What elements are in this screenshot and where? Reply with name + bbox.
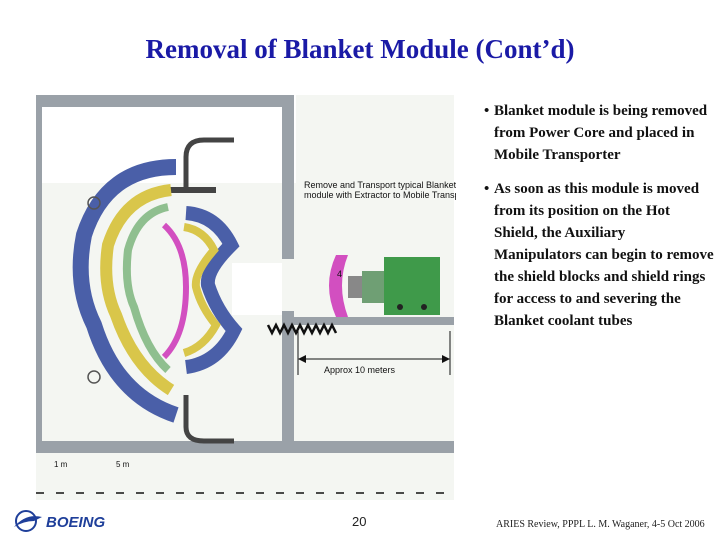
dimension-label: Approx 10 meters (324, 365, 396, 375)
scale-label-1m: 1 m (54, 460, 68, 469)
footer-credit: ARIES Review, PPPL L. M. Waganer, 4-5 Oc… (496, 519, 705, 530)
bullet-list: • Blanket module is being removed from P… (478, 100, 714, 344)
dimension-arrow-right (442, 355, 450, 363)
corridor-floor (294, 317, 454, 325)
transporter-drive (362, 271, 384, 303)
power-core-drawing: 4 Remove and Transport typical Blanket m… (36, 95, 456, 500)
dimension-arrow-left (298, 355, 306, 363)
top-wall (36, 95, 294, 107)
left-wall (36, 107, 42, 441)
callout-line-2: module with Extractor to Mobile Transpor… (304, 190, 456, 200)
bellows (266, 322, 338, 336)
callout-line-1: Remove and Transport typical Blanket (304, 180, 456, 190)
transporter-wheel (421, 304, 427, 310)
bullet-text: Blanket module is being removed from Pow… (494, 103, 708, 163)
upper-room (36, 95, 296, 183)
bullet-marker: • (484, 181, 490, 197)
bottom-wall (36, 441, 454, 453)
bullet-text: As soon as this module is moved from its… (494, 181, 714, 329)
coolant-pipe-upper (183, 137, 234, 190)
right-upper-wall (282, 107, 294, 259)
bullet-item: • As soon as this module is moved from i… (478, 178, 714, 332)
page-number: 20 (352, 514, 367, 529)
bullet-marker: • (484, 103, 490, 119)
mobile-transporter (384, 257, 440, 315)
scale-label-5m: 5 m (116, 460, 130, 469)
bullet-item: • Blanket module is being removed from P… (478, 100, 714, 166)
coolant-pipe-lower (183, 395, 234, 444)
transporter-wheel (397, 304, 403, 310)
blanket-module-extractor (329, 255, 348, 317)
blanket-shield-assembly (72, 159, 282, 423)
boeing-logo: BOEING (14, 510, 106, 532)
slide-title: Removal of Blanket Module (Cont’d) (145, 34, 575, 64)
module-number: 4 (337, 269, 342, 279)
right-lower-wall (282, 311, 294, 451)
boeing-symbol-icon (14, 510, 42, 532)
boeing-wordmark: BOEING (46, 514, 106, 531)
extractor-arm (348, 276, 362, 298)
